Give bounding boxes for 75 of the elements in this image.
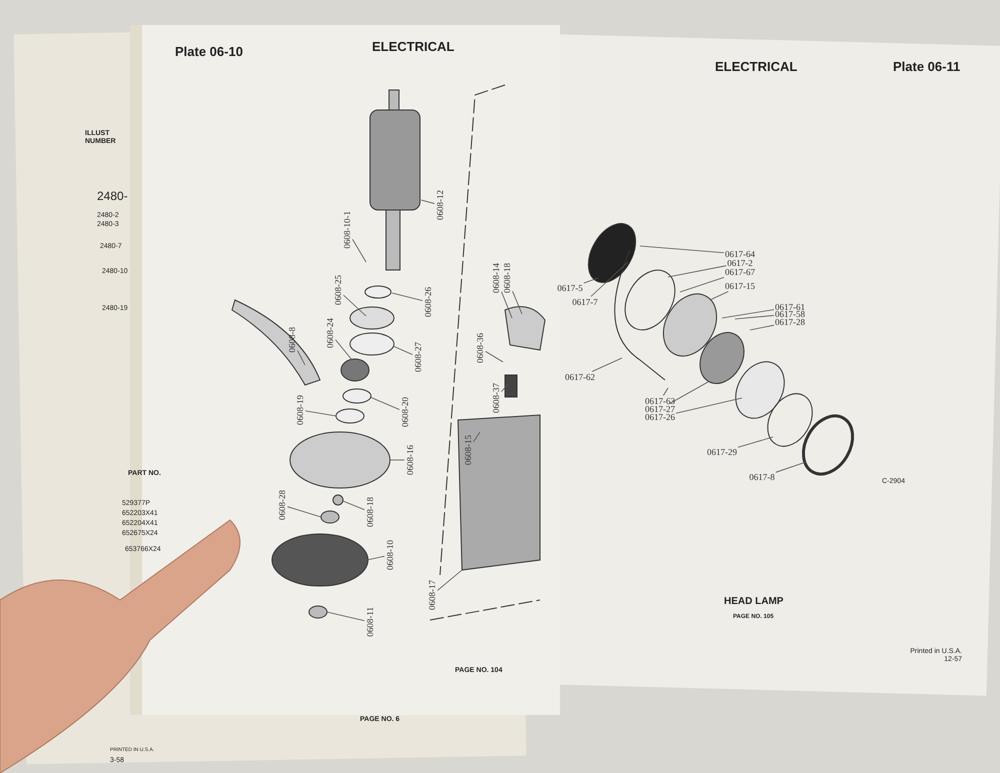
leader-line bbox=[738, 436, 774, 448]
leader-line bbox=[352, 238, 366, 262]
leader-line bbox=[366, 556, 385, 560]
callout-number: 0617-26 bbox=[645, 412, 675, 422]
callout-number: 0617-15 bbox=[725, 282, 755, 290]
leader-line bbox=[287, 506, 322, 518]
callout-number: 0608-12 bbox=[436, 190, 444, 220]
callout-number: 0617-29 bbox=[707, 448, 737, 456]
leader-line bbox=[669, 382, 708, 404]
callout-number: 0617-58 bbox=[775, 310, 805, 318]
leader-line bbox=[370, 396, 400, 410]
leader-line bbox=[343, 294, 366, 316]
callout-number: 0608-8 bbox=[288, 327, 296, 353]
leader-line bbox=[473, 432, 480, 442]
callout-number: 0608-11 bbox=[366, 607, 374, 637]
callout-number: 0608-19 bbox=[296, 395, 304, 425]
leader-line bbox=[680, 276, 724, 292]
leader-line bbox=[437, 570, 462, 591]
callout-number: 0617-62 bbox=[565, 372, 595, 382]
leader-line bbox=[512, 290, 522, 314]
callout-number: 0608-36 bbox=[476, 333, 484, 363]
section-heading: ELECTRICAL bbox=[715, 60, 798, 74]
leader-line bbox=[710, 291, 729, 300]
leader-line bbox=[775, 462, 806, 473]
callout-number: 0608-18 bbox=[502, 263, 512, 293]
callout-number: 0617-5 bbox=[557, 284, 583, 292]
callout-number: 0617-8 bbox=[749, 472, 775, 482]
leader-line bbox=[501, 291, 512, 318]
callout-number: 0617-61 bbox=[775, 302, 805, 312]
callout-number: 0608-28 bbox=[278, 490, 286, 520]
leader-line bbox=[662, 388, 668, 396]
leader-line bbox=[392, 346, 413, 355]
callout-number: 0608-16 bbox=[406, 445, 414, 475]
callout-number: 0608-17 bbox=[428, 580, 436, 610]
leader-line bbox=[305, 410, 336, 416]
callout-number: 0617-27 bbox=[645, 404, 675, 414]
leader-line bbox=[583, 278, 598, 284]
callout-number: 0608-37 bbox=[492, 383, 500, 413]
leader-line bbox=[668, 265, 727, 278]
leader-line bbox=[297, 350, 306, 366]
callout-number: 0608-18 bbox=[366, 497, 374, 527]
callout-number: 0617-28 bbox=[775, 318, 805, 326]
callout-number: 0608-24 bbox=[326, 318, 334, 348]
section-heading: ELECTRICAL bbox=[372, 40, 454, 54]
callout-number: 0617-64 bbox=[725, 250, 755, 258]
leader-line bbox=[750, 324, 774, 330]
leader-line bbox=[590, 262, 628, 297]
leader-line bbox=[592, 358, 622, 372]
callout-number: 0608-27 bbox=[414, 342, 422, 372]
callout-number: 0608-14 bbox=[492, 263, 500, 293]
leader-line bbox=[392, 292, 423, 302]
leader-line bbox=[326, 612, 365, 622]
callout-number: 0617-7 bbox=[572, 298, 598, 306]
leader-line bbox=[335, 339, 352, 360]
leader-line bbox=[342, 500, 365, 510]
plate-number: Plate 06-11 bbox=[893, 60, 960, 74]
part-number: 2480- bbox=[97, 190, 128, 204]
callout-number: 0608-10-1 bbox=[342, 211, 352, 249]
leader-line bbox=[734, 315, 774, 320]
leader-line bbox=[485, 350, 504, 362]
callout-number: 0608-20 bbox=[400, 397, 410, 427]
callout-number: 0608-25 bbox=[334, 275, 342, 305]
leader-line bbox=[722, 309, 774, 318]
callout-number: 0617-2 bbox=[727, 258, 753, 268]
callout-number: 0617-67 bbox=[725, 268, 755, 276]
callout-number: 0608-10 bbox=[386, 540, 394, 570]
callout-number: 0608-15 bbox=[464, 435, 472, 465]
leader-line bbox=[676, 398, 742, 414]
plate-number: Plate 06-10 bbox=[175, 45, 243, 60]
callout-number: 0617-63 bbox=[645, 396, 675, 406]
leader-line bbox=[501, 384, 508, 392]
page-title: HEAD LAMP bbox=[724, 596, 784, 607]
callout-number: 0608-26 bbox=[424, 287, 432, 317]
leader-line bbox=[640, 246, 724, 254]
leader-line bbox=[420, 200, 435, 204]
